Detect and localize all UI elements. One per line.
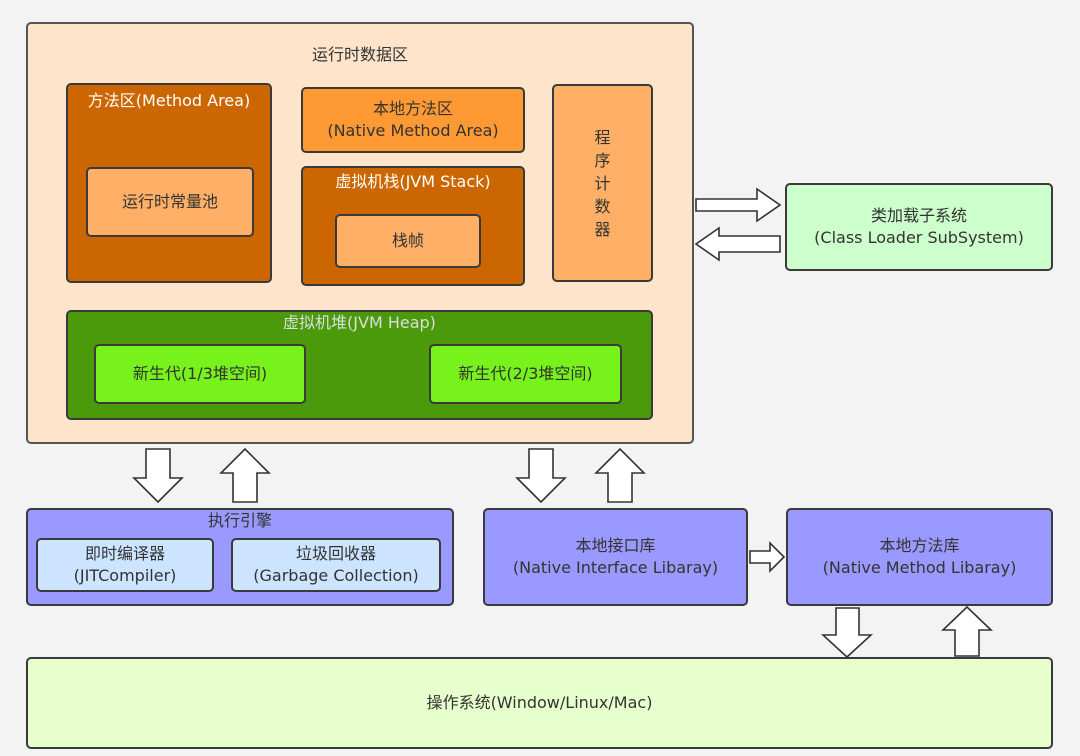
- native-method-area-line2: (Native Method Area): [327, 121, 499, 140]
- method-area: 方法区(Method Area) 运行时常量池: [66, 83, 272, 283]
- execution-engine: 执行引擎 即时编译器 (JITCompiler) 垃圾回收器 (Garbage …: [26, 508, 454, 606]
- arrow-left-class-loader-to-runtime: [694, 226, 781, 262]
- jit-compiler: 即时编译器 (JITCompiler): [36, 538, 214, 592]
- execution-engine-title: 执行引擎: [207, 511, 272, 530]
- native-interface-library: 本地接口库 (Native Interface Libaray): [483, 508, 748, 606]
- garbage-collector-line1: 垃圾回收器: [295, 544, 376, 563]
- native-interface-line1: 本地接口库: [575, 536, 656, 555]
- operating-system-label: 操作系统(Window/Linux/Mac): [426, 693, 653, 712]
- class-loader-line2: (Class Loader SubSystem): [814, 228, 1024, 247]
- garbage-collector-line2: (Garbage Collection): [253, 566, 419, 585]
- native-method-area: 本地方法区 (Native Method Area): [301, 87, 525, 153]
- native-method-library-line1: 本地方法库: [879, 536, 960, 555]
- operating-system: 操作系统(Window/Linux/Mac): [26, 657, 1053, 749]
- stack-frame: 栈帧: [335, 214, 481, 268]
- arrow-right-interface-to-method-library: [749, 541, 786, 573]
- method-area-title: 方法区(Method Area): [87, 91, 251, 110]
- arrow-up-engine-to-runtime: [219, 447, 271, 503]
- arrow-right-runtime-to-class-loader: [695, 187, 782, 223]
- jit-compiler-line2: (JITCompiler): [73, 566, 177, 585]
- arrow-down-runtime-to-native-interface: [515, 448, 567, 504]
- native-method-area-line1: 本地方法区: [372, 99, 453, 118]
- runtime-constant-pool: 运行时常量池: [86, 167, 254, 237]
- stack-frame-label: 栈帧: [391, 231, 424, 250]
- jvm-stack: 虚拟机栈(JVM Stack) 栈帧: [301, 166, 525, 286]
- program-counter-char: 序: [594, 150, 611, 170]
- jvm-heap: 虚拟机堆(JVM Heap) 新生代(1/3堆空间) 新生代(2/3堆空间): [66, 310, 653, 420]
- program-counter-char: 数: [594, 196, 611, 216]
- young-generation-label: 新生代(1/3堆空间): [132, 364, 268, 383]
- old-generation-label: 新生代(2/3堆空间): [458, 364, 593, 383]
- runtime-constant-pool-label: 运行时常量池: [121, 192, 218, 211]
- arrow-down-runtime-to-engine: [132, 448, 184, 504]
- class-loader-line1: 类加载子系统: [870, 206, 967, 225]
- native-method-library-line2: (Native Method Libaray): [822, 558, 1017, 577]
- program-counter-char: 器: [594, 219, 611, 239]
- runtime-data-area-title: 运行时数据区: [311, 45, 408, 64]
- garbage-collector: 垃圾回收器 (Garbage Collection): [231, 538, 441, 592]
- young-generation: 新生代(1/3堆空间): [94, 344, 306, 404]
- arrow-up-os-to-library: [941, 605, 993, 657]
- jvm-stack-title: 虚拟机栈(JVM Stack): [335, 172, 491, 191]
- program-counter-char: 计: [594, 173, 611, 193]
- native-method-library: 本地方法库 (Native Method Libaray): [786, 508, 1053, 606]
- arrow-down-library-to-os: [820, 607, 874, 659]
- program-counter-char: 程: [594, 127, 611, 147]
- class-loader-subsystem: 类加载子系统 (Class Loader SubSystem): [785, 183, 1053, 271]
- jvm-heap-title: 虚拟机堆(JVM Heap): [283, 313, 436, 332]
- arrow-up-native-interface-to-runtime: [594, 447, 646, 503]
- native-interface-line2: (Native Interface Libaray): [512, 558, 719, 577]
- jit-compiler-line1: 即时编译器: [84, 544, 165, 563]
- old-generation: 新生代(2/3堆空间): [429, 344, 622, 404]
- program-counter: 程 序 计 数 器: [552, 84, 653, 282]
